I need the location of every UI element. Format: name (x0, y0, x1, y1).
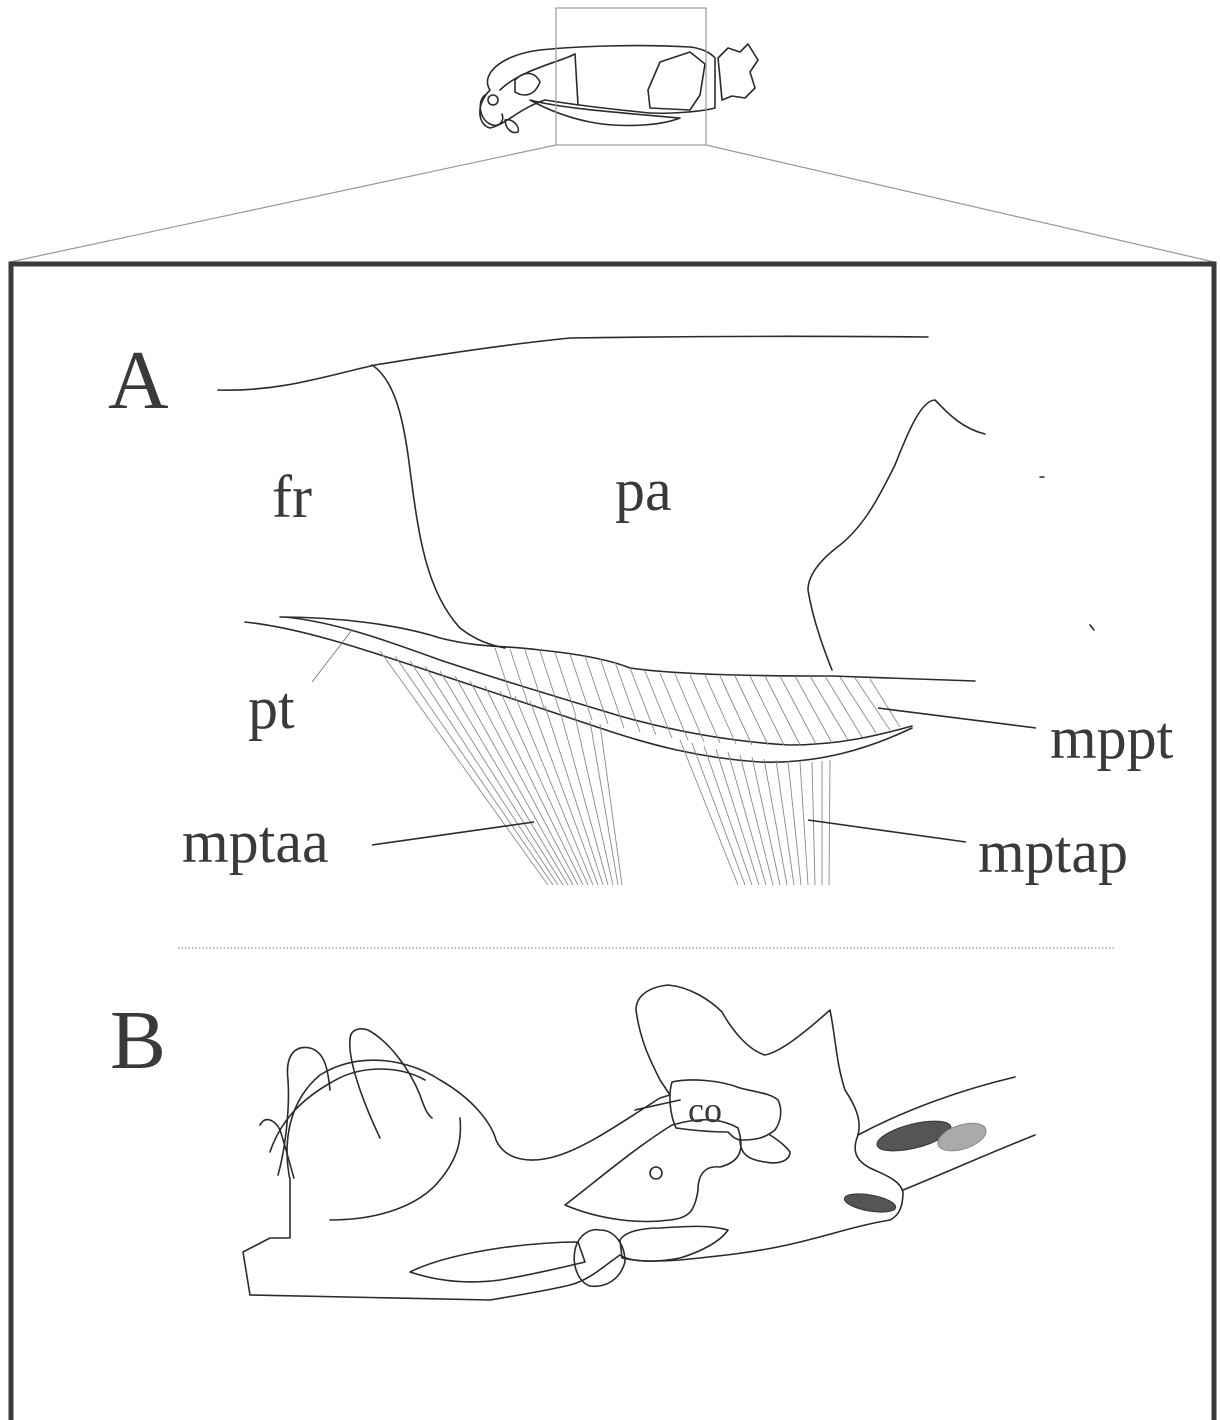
zoom-line-right (706, 145, 1214, 262)
frontal-parietal-suture (372, 365, 505, 648)
pterygoid-lower (245, 622, 912, 762)
lobe-2 (350, 1029, 432, 1118)
lobe-arc (270, 1069, 425, 1152)
lobe-1 (278, 1047, 330, 1175)
mptap-leader-line (808, 820, 966, 842)
panel-b: B co (110, 985, 1035, 1300)
label-fr: fr (272, 464, 312, 530)
lower-bar-plate (410, 1242, 585, 1282)
skull-roof-line (218, 336, 928, 390)
overview-zoom-box (556, 8, 706, 145)
basicranium-outline (243, 985, 903, 1300)
parietal-ventral-margin (280, 617, 975, 681)
lobe-3 (350, 1040, 380, 1138)
label-pa: pa (615, 457, 672, 523)
mptaa-muscle-fibers (380, 651, 622, 885)
zoom-line-left (10, 145, 556, 262)
panel-a-letter: A (108, 334, 169, 427)
label-mppt: mppt (1050, 705, 1174, 771)
pt-leader-line (312, 630, 352, 682)
label-mptaa: mptaa (182, 809, 329, 875)
condyle (670, 1080, 781, 1140)
mptaa-leader-line (372, 822, 534, 845)
pterygoid-upper (285, 617, 912, 745)
central-plate (565, 1120, 741, 1222)
parietal-posterior-margin (808, 400, 985, 670)
lower-bar-segment (620, 1226, 728, 1261)
overview-skull-sketch (480, 44, 758, 133)
label-mptap: mptap (978, 819, 1128, 885)
lower-bar-knob (574, 1230, 625, 1287)
panel-b-letter: B (110, 994, 166, 1087)
mppt-leader-line (878, 708, 1036, 728)
lobe-inner-arc (330, 1118, 460, 1220)
label-pt: pt (248, 675, 295, 741)
tick-mark-2 (1090, 625, 1094, 630)
label-co: co (688, 1090, 722, 1130)
foramen (650, 1167, 662, 1179)
co-leader-line (635, 1100, 680, 1110)
dark-ellipse-lower (843, 1191, 897, 1216)
panel-a: A (108, 334, 1174, 885)
